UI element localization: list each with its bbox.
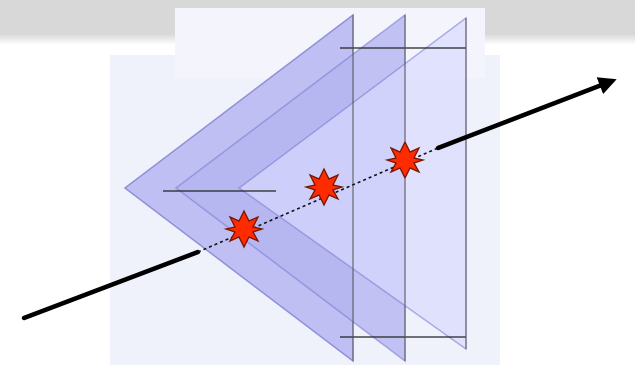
hit-3 [384,140,426,180]
starburst-icon [303,167,345,207]
starburst-icon [384,140,426,180]
outgoing-arrow [435,77,617,151]
hit-2 [303,167,345,207]
starburst-icon [223,209,265,249]
incoming-track [21,249,201,321]
hit-1 [223,209,265,249]
